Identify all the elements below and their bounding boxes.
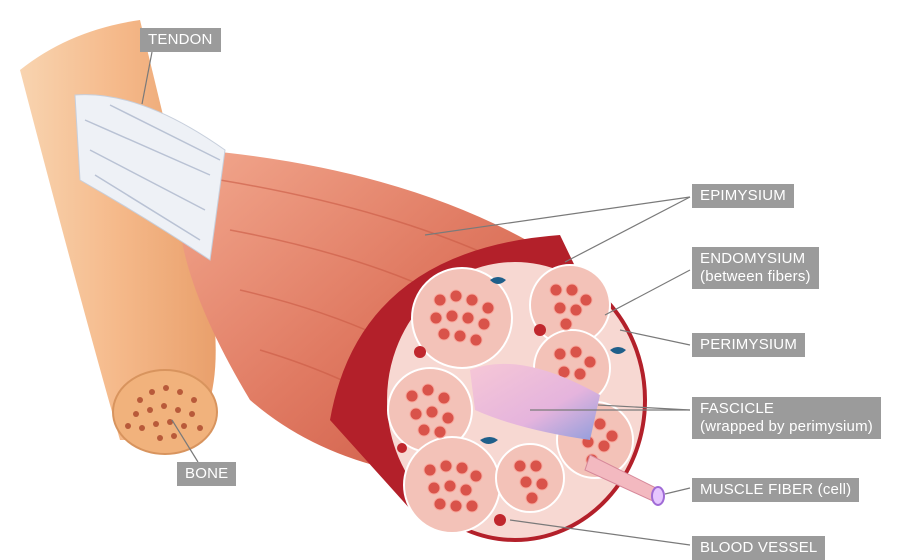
muscle-fiber-label: MUSCLE FIBER (cell) xyxy=(692,478,859,502)
muscle-cross-section xyxy=(385,260,664,540)
bone-label-text: BONE xyxy=(185,465,228,482)
fascicle-label-line2: (wrapped by perimysium) xyxy=(700,418,873,436)
perimysium-label: PERIMYSIUM xyxy=(692,333,805,357)
perimysium-label-text: PERIMYSIUM xyxy=(700,336,797,353)
endomysium-label-line1: ENDOMYSIUM xyxy=(700,250,811,268)
blood-vessel-label: BLOOD VESSEL xyxy=(692,536,825,560)
muscle-fiber-label-text: MUSCLE FIBER (cell) xyxy=(700,481,851,498)
tendon-label-text: TENDON xyxy=(148,31,213,48)
epimysium-label-text: EPIMYSIUM xyxy=(700,187,786,204)
fascicle-label: FASCICLE (wrapped by perimysium) xyxy=(692,397,881,439)
bone-label: BONE xyxy=(177,462,236,486)
tendon-label: TENDON xyxy=(140,28,221,52)
blood-vessel-label-text: BLOOD VESSEL xyxy=(700,539,817,556)
endomysium-label: ENDOMYSIUM (between fibers) xyxy=(692,247,819,289)
fascicle-label-line1: FASCICLE xyxy=(700,400,873,418)
epimysium-label: EPIMYSIUM xyxy=(692,184,794,208)
endomysium-label-line2: (between fibers) xyxy=(700,268,811,286)
